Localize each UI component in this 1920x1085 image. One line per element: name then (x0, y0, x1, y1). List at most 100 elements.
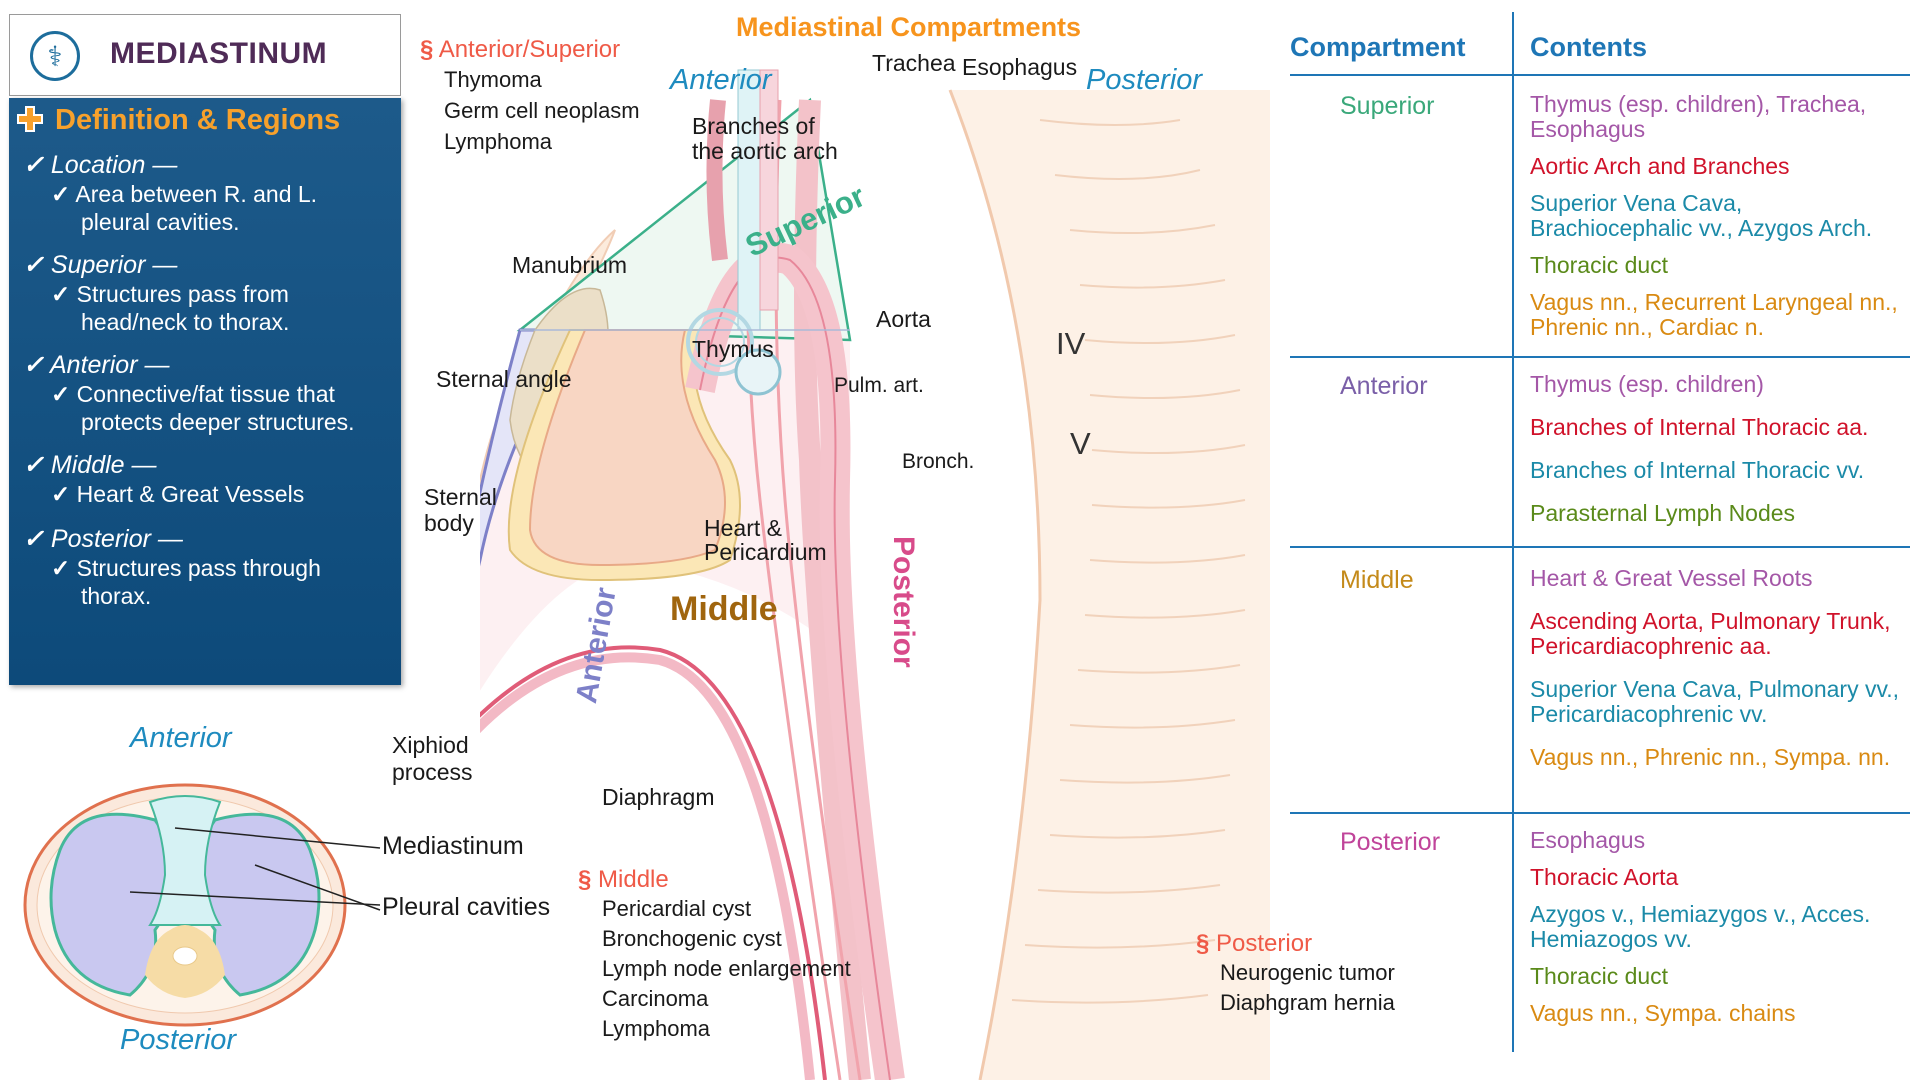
sternal-body-label: Sternal body (424, 484, 497, 536)
item-text: pleural cavities. (81, 209, 240, 235)
content-item: Vagus nn., Phrenic nn., Sympa. nn. (1530, 744, 1891, 770)
diaphragm-label: Diaphragm (602, 784, 715, 810)
clinical-item: Carcinoma (602, 986, 709, 1011)
clinical-middle: § Middle Pericardial cyst Bronchogenic c… (578, 866, 851, 1044)
panel-item-location: ✓ Location — ✓ Area between R. and L. pl… (23, 150, 393, 236)
content-item: Branches of Internal Thoracic vv. (1530, 457, 1865, 483)
clinical-item: Lymphoma (444, 129, 553, 154)
manubrium-label: Manubrium (512, 252, 628, 278)
vertebra-iv-label: IV (1056, 326, 1086, 361)
content-item: Thoracic Aorta (1530, 864, 1679, 890)
table-compartment-posterior: Posterior (1340, 828, 1441, 856)
table-row-divider (1290, 546, 1910, 548)
pleural-cavities-label: Pleural cavities (382, 893, 551, 921)
table-compartment-superior: Superior (1340, 92, 1435, 120)
check-icon: ✓ (23, 451, 44, 479)
item-text: Heart & Great Vessels (76, 481, 305, 507)
content-item: Thymus (esp. children) (1530, 371, 1764, 397)
panel-list: ✓ Location — ✓ Area between R. and L. pl… (23, 150, 393, 610)
clinical-title: Posterior (1216, 930, 1313, 957)
panel-item-middle: ✓ Middle — ✓ Heart & Great Vessels (23, 450, 393, 508)
item-title: Middle — (50, 451, 157, 479)
clinical-title: Middle (598, 866, 669, 893)
content-item: Superior Vena Cava, Pulmonary vv., Peric… (1530, 676, 1900, 727)
content-item: Thymus (esp. children), Trachea, Esophag… (1530, 91, 1867, 142)
diagram-title: Mediastinal Compartments (736, 12, 1082, 42)
branches-label: Branches of the aortic arch (692, 114, 838, 164)
sternal-body-line: Sternal (424, 484, 497, 510)
table-contents-middle: Heart & Great Vessel Roots Ascending Aor… (1530, 566, 1910, 770)
clinical-item: Lymph node enlargement (602, 956, 851, 981)
check-icon: ✓ (23, 351, 44, 379)
caduceus-icon: ⚕ (30, 31, 80, 81)
check-icon: ✓ (51, 555, 71, 581)
table-contents-superior: Thymus (esp. children), Trachea, Esophag… (1530, 92, 1910, 340)
table-contents-posterior: Esophagus Thoracic Aorta Azygos v., Hemi… (1530, 828, 1910, 1026)
check-icon: ✓ (51, 181, 71, 207)
check-icon: ✓ (23, 525, 44, 553)
check-icon: ✓ (23, 151, 44, 179)
sternal-body-line: body (424, 510, 474, 536)
content-item: Ascending Aorta, Pulmonary Trunk, Perica… (1530, 608, 1891, 659)
content-item: Azygos v., Hemiazygos v., Acces. Hemiazo… (1530, 901, 1871, 952)
content-item: Vagus nn., Sympa. chains (1530, 1000, 1796, 1026)
table-contents-anterior: Thymus (esp. children) Branches of Inter… (1530, 372, 1910, 526)
branches-line: Branches of (692, 113, 815, 139)
content-item: Thoracic duct (1530, 252, 1669, 278)
clinical-item: Diaphgram hernia (1220, 990, 1395, 1015)
clinical-item: Thymoma (444, 67, 542, 92)
clinical-anterior-superior: § Anterior/Superior Thymoma Germ cell ne… (420, 36, 640, 157)
item-text: head/neck to thorax. (81, 309, 290, 335)
compartment-table: Compartment Contents Superior Thymus (es… (1288, 0, 1920, 1080)
title-box: ⚕ MEDIASTINUM (9, 14, 401, 96)
xiphoid-line: Xiphiod (392, 732, 469, 758)
tumor-icon: § (578, 866, 592, 893)
item-text: Connective/fat tissue that (76, 381, 335, 407)
panel-item-superior: ✓ Superior — ✓ Structures pass from head… (23, 250, 393, 336)
content-item: Branches of Internal Thoracic aa. (1530, 414, 1869, 440)
table-row-divider (1290, 812, 1910, 814)
heart-line: Pericardium (704, 539, 827, 565)
sagittal-diagram (407, 60, 1290, 1083)
item-text: Area between R. and L. (75, 181, 318, 207)
tumor-icon: § (420, 36, 434, 63)
middle-region-label: Middle (670, 590, 778, 628)
trachea-label: Trachea (872, 50, 956, 76)
thymus-label: Thymus (692, 336, 774, 362)
cross-anterior-label: Anterior (130, 722, 232, 754)
definition-panel: Definition & Regions ✓ Location — ✓ Area… (9, 98, 401, 685)
clinical-item: Neurogenic tumor (1220, 960, 1395, 985)
item-title: Superior — (50, 251, 178, 279)
item-text: protects deeper structures. (81, 409, 355, 435)
content-item: Esophagus (1530, 827, 1646, 853)
heart-label: Heart & Pericardium (704, 516, 827, 564)
panel-item-anterior: ✓ Anterior — ✓ Connective/fat tissue tha… (23, 350, 393, 436)
mediastinum-label: Mediastinum (382, 832, 524, 860)
item-text: Structures pass through (76, 555, 321, 581)
check-icon: ✓ (23, 251, 44, 279)
diagram-posterior-label: Posterior (1086, 64, 1203, 96)
table-row-divider (1290, 356, 1910, 358)
xiphoid-line: process (392, 759, 473, 785)
posterior-region-label: Posterior (887, 536, 920, 668)
bronch-label: Bronch. (902, 450, 975, 473)
esophagus-label: Esophagus (962, 54, 1078, 80)
table-compartment-anterior: Anterior (1340, 372, 1428, 400)
sternal-angle-label: Sternal angle (436, 366, 572, 392)
item-text: thorax. (81, 583, 152, 609)
heart-line: Heart & (704, 515, 782, 541)
content-item: Superior Vena Cava, Brachiocephalic vv.,… (1530, 190, 1873, 241)
content-item: Vagus nn., Recurrent Laryngeal nn., Phre… (1530, 289, 1898, 340)
content-item: Parasternal Lymph Nodes (1530, 500, 1796, 526)
xiphoid-label: Xiphiod process (392, 732, 473, 786)
tumor-icon: § (1196, 930, 1210, 957)
table-header-contents: Contents (1530, 32, 1647, 62)
item-text: Structures pass from (76, 281, 289, 307)
aorta-label: Aorta (876, 306, 931, 332)
clinical-title: Anterior/Superior (438, 36, 621, 63)
table-compartment-middle: Middle (1340, 566, 1414, 594)
item-title: Location — (50, 151, 178, 179)
panel-item-posterior: ✓ Posterior — ✓ Structures pass through … (23, 524, 393, 610)
clinical-item: Pericardial cyst (602, 896, 752, 921)
clinical-item: Bronchogenic cyst (602, 926, 782, 951)
